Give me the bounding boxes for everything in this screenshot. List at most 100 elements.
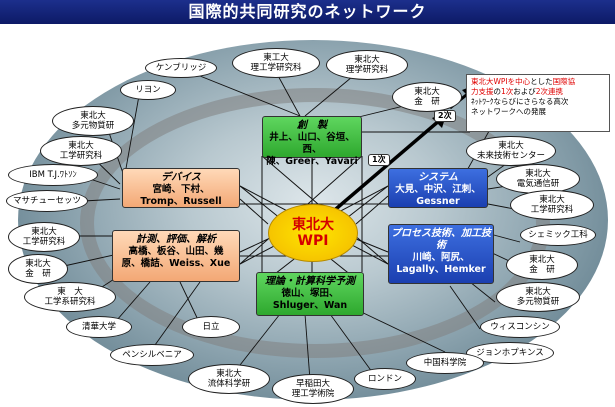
partner-tohoku-eng-left2: 東北大工学研究科 [8,222,80,252]
partner-sublabel: 電気通信研 [516,179,560,189]
box-measurement: 計測、評価、解析 高橋、板谷、山田、幾 原、橋詰、Weiss、Xue [112,230,240,282]
partner-label: 東北大 [354,55,380,65]
link-line [329,313,376,377]
partner-lyon: リヨン [120,80,176,100]
link-line [275,71,301,117]
partner-sublabel: 多元物質研 [516,297,560,307]
box-head: システム [418,172,458,183]
diagram-stage: 東北大 WPI 創 製 井上、山口、谷垣、西、 陳、Greer、Yavari デ… [0,24,615,407]
partner-label: 東北大 [525,287,551,297]
box-body: Lagally、Hemker [396,264,486,275]
partner-tohoku-future-tech: 東北大未来技術センター [466,136,556,166]
wpi-label-2: WPI [297,233,329,249]
partner-sublabel: 流体科学研 [207,379,251,389]
partner-label: 東北大 [525,169,551,179]
box-head: デバイス [161,172,201,183]
partner-waseda: 早稲田大理工学術院 [272,374,354,404]
partner-label: 東北大 [25,259,51,269]
box-head: 創 製 [297,120,327,131]
link-line [354,308,446,353]
partner-london: ロンドン [354,368,416,390]
link-line [149,281,201,353]
legend-note: 東北大WPIを中心とした国際協 力支援の1次および2次連携 ﾈｯﾄﾜｰｸならびに… [466,74,610,132]
partner-label: 東北大 [529,255,555,265]
note-text-red: 国際協 [552,77,576,86]
partner-label: 中国科学院 [423,358,467,368]
partner-sublabel: 理学研究科 [345,65,389,75]
note-line-1: 東北大WPIを中心とした国際協 [471,77,605,87]
partner-tohoku-eng-right1: 東北大工学研究科 [510,190,594,220]
partner-label: 日立 [202,322,220,332]
partner-tohoku-ifs: 東北大流体科学研 [188,364,270,394]
box-body: 徳山、塚田、 [281,288,339,299]
note-text-red: 力支援 [471,87,494,96]
partner-tsinghua: 清華大学 [66,316,132,338]
partner-label: マサチューセッツ [12,196,81,206]
link-line [239,198,269,225]
partner-label: 東北大 [498,141,524,151]
box-head: 計測、評価、解析 [136,234,216,245]
box-body: Gessner [416,196,460,207]
box-creation: 創 製 井上、山口、谷垣、西、 陳、Greer、Yavari [262,116,362,167]
partner-label: ウィスコンシン [490,322,550,332]
partner-ibm-watson: IBM T.J.ﾜﾄｿﾝ [8,164,98,186]
partner-utokyo-eng: 東 大工学系研究科 [24,282,116,312]
partner-label: 東 大 [57,287,83,297]
partner-sublabel: 工学研究科 [22,237,66,247]
partner-sublabel: 理工学研究科 [250,63,302,73]
partner-cambridge: ケンブリッジ [145,58,217,78]
note-text-red: 2次連携 [535,87,564,96]
box-device: デバイス 宮崎、下村、 Tromp、Russell [122,168,240,208]
box-body: 高橋、板谷、山田、幾 [128,246,224,257]
second-tier-tag: 2次 [434,110,456,122]
link-line [449,285,481,330]
partner-label: 東北大 [31,227,57,237]
note-line-2: 力支援の1次および2次連携 [471,87,605,97]
box-body: 大見、中沢、江刺、 [395,184,481,195]
page-title: 国際的共同研究のネットワーク [0,0,615,24]
partner-tohoku-riec: 東北大電気通信研 [496,164,580,194]
partner-label: ジョンホプキンス [476,348,544,358]
partner-sublabel: 工学系研究科 [44,297,96,307]
link-line [355,195,389,225]
partner-label: ロンドン [367,374,402,384]
partner-sublabel: 多元物質研 [71,121,115,131]
growth-arrow-line [328,118,442,216]
partner-tohoku-tagen-right: 東北大多元物質研 [496,282,580,312]
wpi-label-1: 東北大 [292,217,334,233]
partner-label: リヨン [135,85,161,95]
link-line [304,313,311,381]
partner-tohoku-science: 東北大理学研究科 [326,50,408,80]
note-text-red: 1次 [501,87,514,96]
note-text: の [493,87,502,96]
box-body: 原、橋詰、Weiss、Xue [121,258,231,269]
partner-tokyotech: 東工大理工学研究科 [232,48,320,78]
link-line [489,233,521,243]
partner-pennsylvania: ペンシルベニア [110,344,194,366]
partner-sublabel: 工学研究科 [59,151,103,161]
partner-sublabel: 理工学術院 [291,389,335,399]
link-line [469,281,496,303]
note-text: および [513,87,536,96]
box-head: プロセス技術、加工技術 [391,228,491,251]
note-text-red: 東北大WPIを中心 [471,77,531,86]
partner-label: 東北大 [216,369,242,379]
partner-label: 東北大 [68,141,94,151]
first-tier-tag: 1次 [368,154,390,166]
box-theory: 理論・計算科学予測 徳山、塚田、 Shluger、Wan [256,272,364,316]
partner-label: 東工大 [263,53,289,63]
partner-label: 東北大 [80,111,106,121]
partner-tohoku-imr-right: 東北大金 研 [506,250,578,280]
partner-tohoku-eng-left1: 東北大工学研究科 [40,136,122,166]
link-line [124,89,141,175]
partner-sublabel: 未来技術センター [476,151,545,161]
partner-hitachi: 日立 [182,316,240,338]
partner-cas: 中国科学院 [406,352,484,374]
partner-label: 清華大学 [81,322,116,332]
partner-label: 早稲田大 [295,379,330,389]
partner-tohoku-imr-top: 東北大金 研 [392,82,462,112]
box-system: システム 大見、中沢、江刺、 Gessner [388,168,488,208]
note-line-4: ネットワークへの発展 [471,107,546,116]
partner-label: 東北大 [539,195,565,205]
partner-sublabel: 工学研究科 [530,205,574,215]
